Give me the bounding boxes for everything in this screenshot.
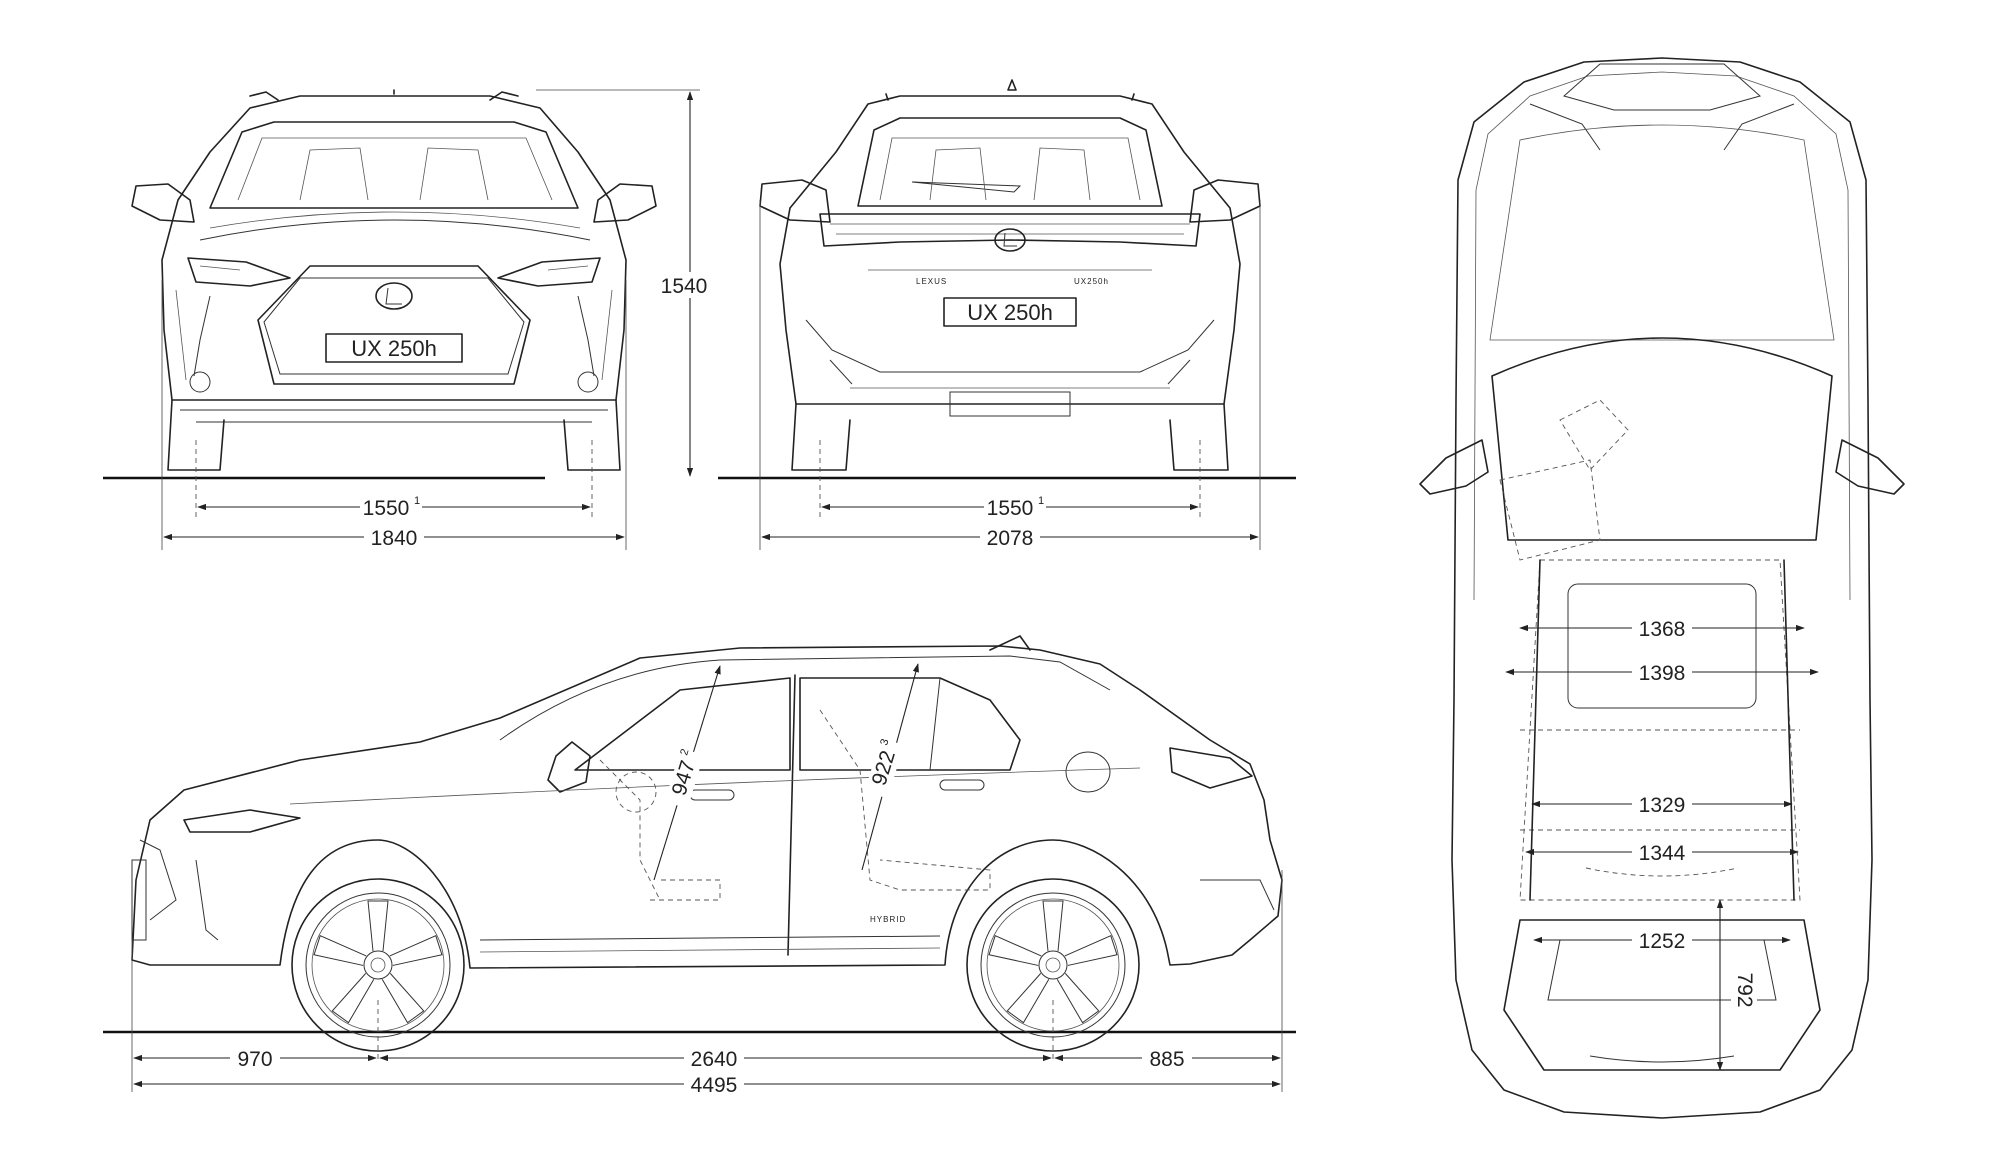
front-hip-label: 1398 [1639,662,1686,685]
front-width-label: 1840 [371,527,418,550]
rear-track-note: 1 [1038,495,1044,507]
rear-badge-left: LEXUS [916,277,947,286]
front-view: UX 250h 1540 1550 1 1840 [103,89,708,550]
rear-track-label: 1550 [987,497,1034,520]
front-plate-text: UX 250h [351,336,437,361]
front-overhang-label: 970 [237,1048,272,1071]
front-track-note: 1 [414,495,420,507]
side-view: HYBRID 947 2 922 3 970 2640 [103,635,1296,1097]
front-height-label: 1540 [661,275,708,298]
rear-overhang-label: 885 [1149,1048,1184,1071]
length-label: 4495 [691,1074,738,1097]
front-headroom-note: 2 [678,748,691,757]
load-width-label: 1252 [1639,930,1686,953]
wheelbase-label: 2640 [691,1048,738,1071]
front-track-label: 1550 [363,497,410,520]
rear-plate-text: UX 250h [967,300,1053,325]
rear-headroom-note: 3 [878,738,891,747]
front-shoulder-label: 1368 [1639,618,1686,641]
side-badge: HYBRID [870,915,906,924]
top-view: 1368 1398 1329 1344 1252 792 [1419,57,1905,1119]
rear-wheel [966,878,1140,1052]
rear-width-label: 2078 [987,527,1034,550]
rear-hip-label: 1344 [1639,842,1686,865]
front-wheel [291,878,465,1052]
rear-headroom-label: 922 [868,748,900,788]
rear-badge-right: UX250h [1074,277,1109,286]
load-length-label: 792 [1733,972,1756,1007]
rear-view: LEXUS UX250h UX 250h 1550 1 2078 [718,79,1296,550]
front-headroom-label: 947 [668,758,700,798]
rear-shoulder-label: 1329 [1639,794,1686,817]
